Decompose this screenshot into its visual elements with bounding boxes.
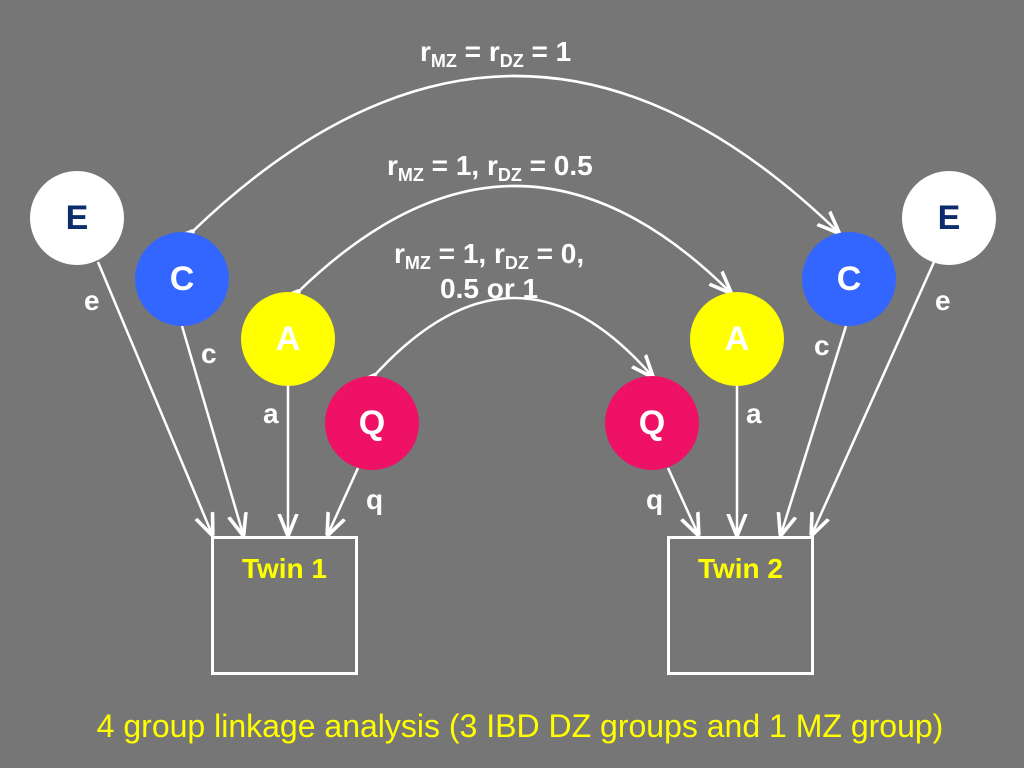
factor-e1-node: E	[30, 171, 124, 265]
path-label-q2: q	[646, 484, 664, 515]
factor-a1-node: A	[241, 292, 335, 386]
factor-a2-node: A	[690, 292, 784, 386]
factor-c2-node: C	[802, 232, 896, 326]
path-label-q1: q	[366, 484, 384, 515]
factor-q1-node: Q	[325, 376, 419, 470]
corr-arc-c	[192, 74, 838, 232]
factor-q2-node: Q	[605, 376, 699, 470]
corr-label-inner: rMZ = 1, rDZ = 0,0.5 or 1	[394, 238, 585, 304]
path-label-c1: c	[201, 338, 217, 369]
twin1-box: Twin 1	[211, 536, 358, 675]
path-label-e2: e	[935, 285, 951, 316]
twin2-box: Twin 2	[667, 536, 814, 675]
corr-arc-a	[298, 184, 730, 292]
corr-arc-q	[374, 296, 652, 376]
twin2-label: Twin 2	[697, 553, 784, 584]
corr-label-middle: rMZ = 1, rDZ = 0.5	[387, 150, 593, 185]
path-q2-arrow	[666, 467, 698, 534]
path-label-c2: c	[814, 330, 830, 361]
factor-e2-node: E	[902, 171, 996, 265]
path-q1-arrow	[328, 467, 360, 534]
path-e2-arrow	[812, 261, 936, 534]
path-e1-arrow	[96, 261, 212, 534]
slide-caption: 4 group linkage analysis (3 IBD DZ group…	[96, 708, 944, 744]
path-c1-arrow	[180, 325, 243, 534]
twin1-label: Twin 1	[241, 553, 328, 584]
corr-label-top: rMZ = rDZ = 1	[420, 36, 572, 71]
factor-c1-node: C	[135, 232, 229, 326]
path-label-e1: e	[84, 285, 100, 316]
path-label-a2: a	[746, 398, 762, 429]
path-label-a1: a	[263, 398, 279, 429]
path-c2-arrow	[781, 325, 848, 534]
